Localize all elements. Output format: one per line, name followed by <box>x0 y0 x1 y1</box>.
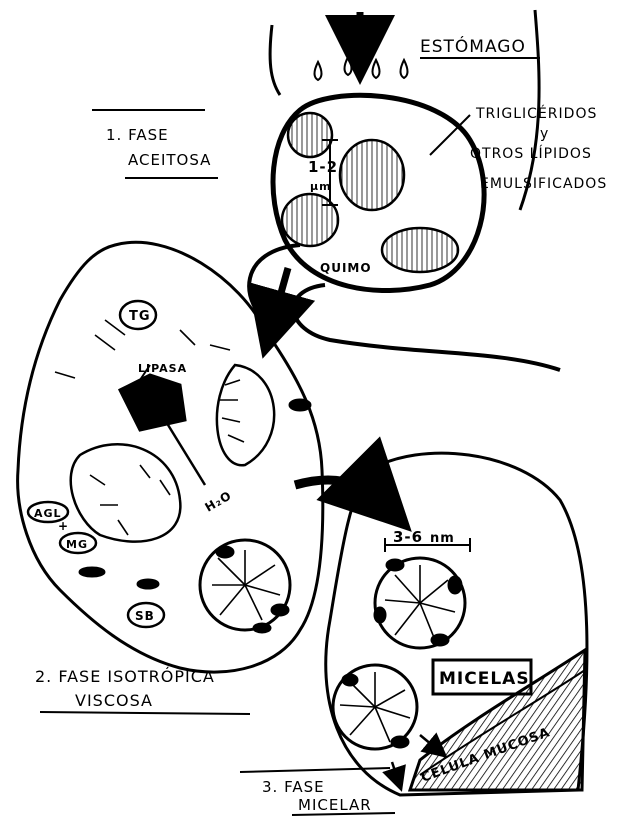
lipid-droplet <box>340 140 404 210</box>
label-mg: MG <box>66 538 88 551</box>
bile-salt-mark <box>138 580 158 588</box>
lipase-enzyme <box>120 375 185 430</box>
label-plus: + <box>58 519 69 533</box>
label-trigliceridos: TRIGLICÉRIDOS <box>475 105 597 122</box>
label-quimo: QUIMO <box>320 261 372 275</box>
phase-transition-arrow <box>295 480 380 500</box>
transfer-arrow <box>272 268 288 325</box>
phase3-title-line1: 3. FASE <box>262 778 325 796</box>
label-emulsificados: EMULSIFICADOS <box>480 176 607 192</box>
label-size-nano-unit: nm <box>430 531 455 546</box>
label-micelas: MICELAS <box>439 669 530 689</box>
phase3-title-line2: MICELAR <box>298 796 372 814</box>
label-h2o: H₂O <box>203 488 235 514</box>
label-lipasa: LIPASA <box>138 362 187 375</box>
lipid-droplet-partial <box>217 365 274 465</box>
label-size-small-unit: µm <box>310 180 332 193</box>
label-size-nano: 3-6 <box>393 528 423 546</box>
label-estomago: ESTÓMAGO <box>420 35 526 57</box>
droplet-icon <box>401 60 408 78</box>
stomach-left-wall <box>270 25 280 95</box>
label-size-small: 1-2 <box>308 158 338 176</box>
phase2-title-line1: 2. FASE ISOTRÓPICA <box>35 667 215 686</box>
lipid-droplet <box>382 228 458 272</box>
label-sb: SB <box>135 609 155 623</box>
bile-salt-mark <box>290 400 310 410</box>
label-otros-lipidos: OTROS LÍPIDOS <box>470 145 592 162</box>
phase2-title-line2: VISCOSA <box>75 691 153 710</box>
lipid-droplet-partial <box>71 444 181 541</box>
label-tg: TG <box>129 309 151 324</box>
label-y: y <box>540 126 549 142</box>
bile-salt-mark <box>80 568 104 576</box>
droplet-icon <box>315 62 322 80</box>
lipid-droplet <box>288 113 332 157</box>
micellar-phase-region <box>326 453 587 795</box>
droplet-icon <box>373 60 380 78</box>
phase1-title-line2: ACEITOSA <box>128 151 211 169</box>
phase1-title-line1: 1. FASE <box>106 126 169 144</box>
droplet-icon <box>345 57 352 75</box>
